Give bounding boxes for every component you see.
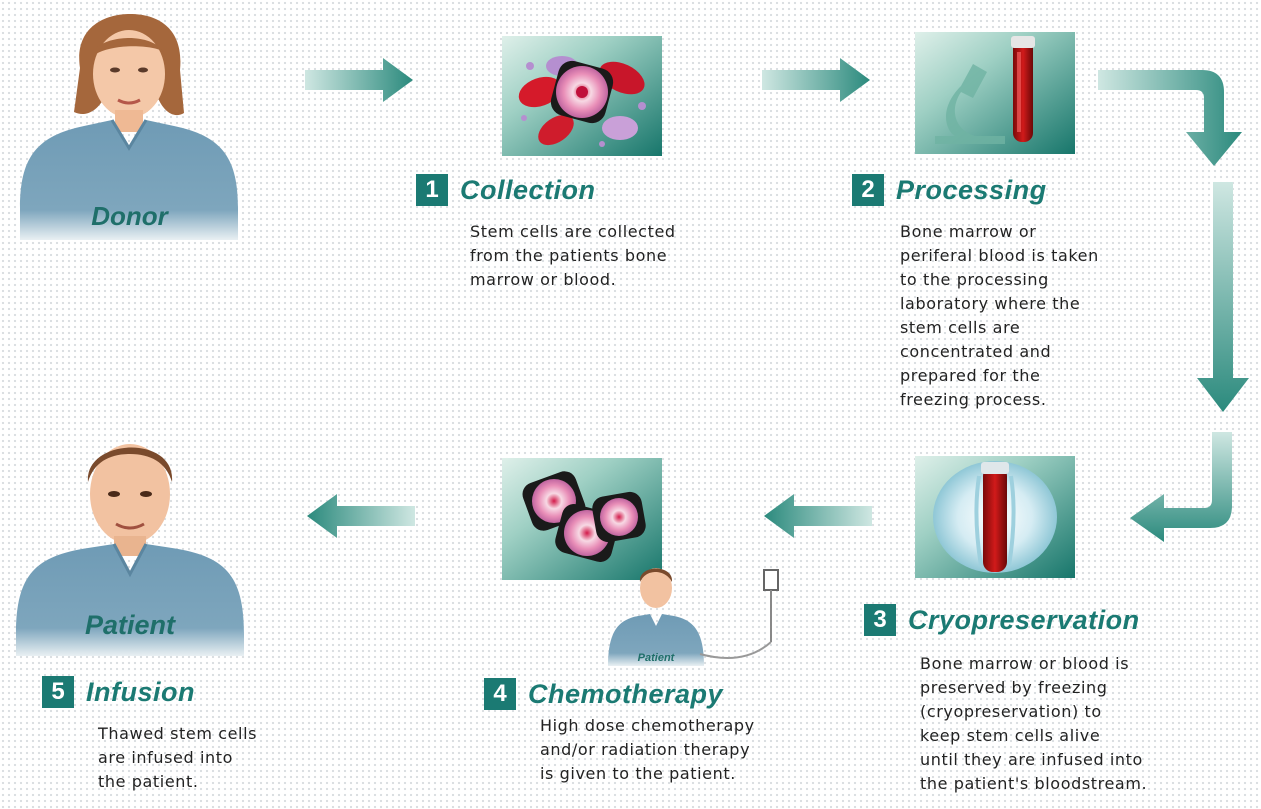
arrow-left-2 [305,492,415,540]
step-2-line: to the processing [900,268,1099,292]
step-2-line: periferal blood is taken [900,244,1099,268]
step-5-line: Thawed stem cells [98,722,257,746]
step-2-line: laboratory where the [900,292,1099,316]
step-2-line: Bone marrow or [900,220,1099,244]
step-5-description: Thawed stem cells are infused into the p… [98,722,257,794]
step-4-title: Chemotherapy [528,679,723,710]
curved-arrow-left-icon [1128,432,1250,542]
step-4-line: is given to the patient. [540,762,755,786]
step-3-heading: 3 Cryopreservation [864,604,1140,636]
step-4-description: High dose chemotherapy and/or radiation … [540,714,755,786]
step-5-number: 5 [42,676,74,708]
arrow-right-1 [305,56,415,104]
arrow-left-1 [762,492,872,540]
processing-tile [915,32,1075,154]
arrow-left-icon [762,492,872,540]
step-3-number: 3 [864,604,896,636]
frozen-vial-icon [915,456,1075,578]
step-3-line: preserved by freezing [920,676,1147,700]
microscope-test-tube-icon [915,32,1075,154]
step-2-line: stem cells are [900,316,1099,340]
step-2-title: Processing [896,175,1047,206]
step-4-number: 4 [484,678,516,710]
patient-figure: Patient [10,424,250,656]
step-3-description: Bone marrow or blood is preserved by fre… [920,652,1147,796]
step-3-line: the patient's bloodstream. [920,772,1147,796]
step-3-line: until they are infused into [920,748,1147,772]
arrow-curve-down [1098,62,1258,172]
step-5-title: Infusion [86,677,195,708]
step-3-line: keep stem cells alive [920,724,1147,748]
step-2-line: prepared for the [900,364,1099,388]
step-4-line: High dose chemotherapy [540,714,755,738]
step-3-title: Cryopreservation [908,605,1140,636]
curved-arrow-down-icon [1098,62,1258,172]
chemo-patient-figure: Patient [604,562,804,674]
step-2-heading: 2 Processing [852,174,1047,206]
arrow-right-icon [305,56,415,104]
patient-label: Patient [10,610,250,641]
step-2-line: concentrated and [900,340,1099,364]
step-1-line: from the patients bone [470,244,676,268]
step-2-number: 2 [852,174,884,206]
collection-tile [502,36,662,156]
arrow-down-icon [1195,182,1251,414]
arrow-left-icon [305,492,415,540]
step-3-line: Bone marrow or blood is [920,652,1147,676]
arrow-right-icon [762,56,872,104]
step-4-heading: 4 Chemotherapy [484,678,723,710]
step-2-line: freezing process. [900,388,1099,412]
cryopreservation-tile [915,456,1075,578]
step-2-description: Bone marrow or periferal blood is taken … [900,220,1099,412]
step-1-number: 1 [416,174,448,206]
donor-label: Donor [12,201,247,232]
step-5-line: are infused into [98,746,257,770]
step-1-title: Collection [460,175,596,206]
step-5-heading: 5 Infusion [42,676,195,708]
step-5-line: the patient. [98,770,257,794]
arrow-right-2 [762,56,872,104]
step-1-line: marrow or blood. [470,268,676,292]
arrow-down [1195,182,1251,414]
step-1-line: Stem cells are collected [470,220,676,244]
step-3-line: (cryopreservation) to [920,700,1147,724]
step-4-line: and/or radiation therapy [540,738,755,762]
chemo-patient-label: Patient [604,652,708,664]
step-1-heading: 1 Collection [416,174,596,206]
step-1-description: Stem cells are collected from the patien… [470,220,676,292]
donor-figure: Donor [12,8,247,240]
blood-cells-icon [502,36,662,156]
arrow-curve-left [1128,432,1250,542]
